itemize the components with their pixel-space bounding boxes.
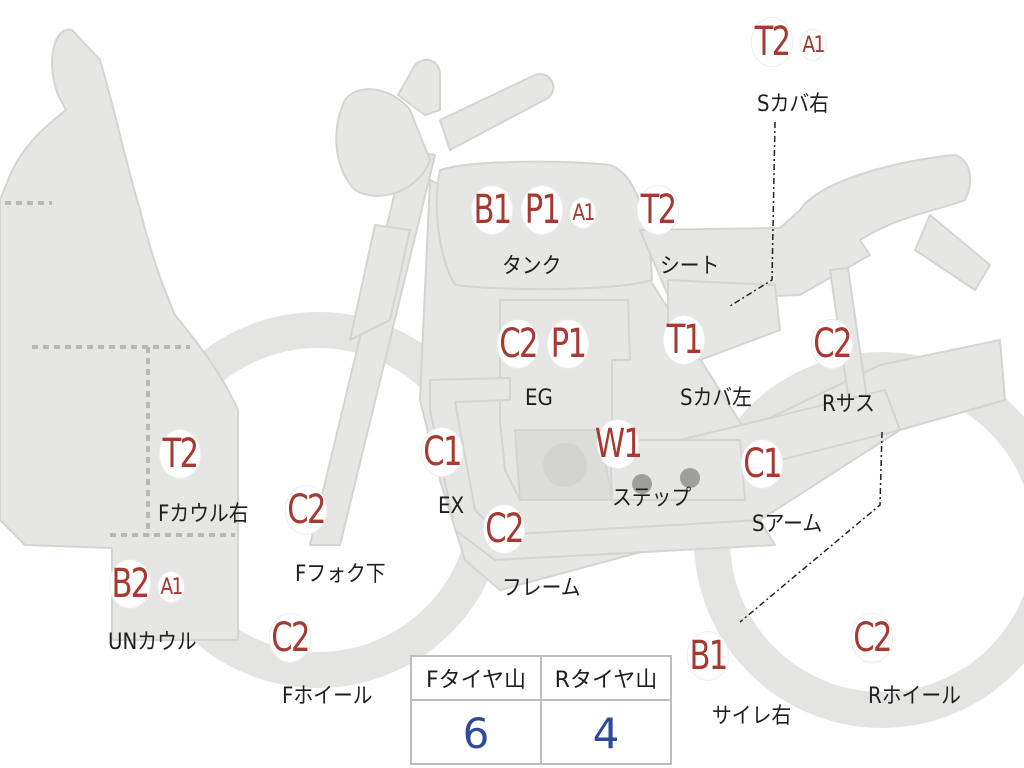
grade-badge: C2 <box>483 505 524 553</box>
part-front-wheel-grades: C2 <box>266 614 314 662</box>
part-rear-wheel-grades: C2 <box>848 614 896 662</box>
grade-badge: P1 <box>547 320 589 368</box>
grade-badge: C2 <box>851 614 892 662</box>
grade-badge: P1 <box>521 186 563 234</box>
part-under-cowl-grades: B2 A1 <box>106 560 186 608</box>
part-tank-grades: B1 P1 A1 <box>468 186 598 234</box>
part-label-rear-wheel: Rホイール <box>868 684 961 709</box>
exhaust-pipe <box>429 377 776 561</box>
part-front-fork-lower-grades: C2 <box>282 486 330 534</box>
grade-badge-small: A1 <box>158 572 184 602</box>
grade-badge: T2 <box>637 186 679 234</box>
grade-badge-small: A1 <box>800 30 826 60</box>
part-rear-suspension-grades: C2 <box>808 320 856 368</box>
handlebar-right <box>439 73 555 151</box>
grade-badge: C1 <box>741 440 782 488</box>
footpeg-right <box>680 468 700 488</box>
front-cowl <box>0 28 239 641</box>
grade-badge: C1 <box>421 428 462 476</box>
part-step-grades: W1 <box>594 420 643 468</box>
grade-badge: B1 <box>471 186 513 234</box>
grade-badge: C2 <box>811 320 852 368</box>
grade-badge: C2 <box>497 320 538 368</box>
rear-tire-value: 4 <box>540 701 670 765</box>
part-label-seat: シート <box>660 254 720 279</box>
part-label-under-cowl: UNカウル <box>108 630 197 655</box>
handlebar <box>397 58 441 116</box>
part-label-step: ステップ <box>612 486 692 511</box>
headlight <box>335 88 431 197</box>
tire-table-header-row: Fタイヤ山 Rタイヤ山 <box>412 657 670 701</box>
part-label-engine: EG <box>525 386 553 411</box>
footpeg-left <box>632 474 652 494</box>
part-frame-grades: C2 <box>480 505 528 553</box>
part-label-front-fork-lower: Fフォク下 <box>295 562 386 587</box>
part-silencer-right-grades: B1 <box>684 632 732 680</box>
grade-badge: C2 <box>269 614 310 662</box>
grade-badge: T1 <box>663 316 705 364</box>
part-exhaust-grades: C1 <box>418 428 466 476</box>
tire-tread-table: Fタイヤ山 Rタイヤ山 6 4 <box>410 655 672 765</box>
part-label-swing-arm: Sアーム <box>752 512 823 537</box>
grade-badge: T2 <box>751 18 793 66</box>
grade-badge: C2 <box>285 486 326 534</box>
leader-silencer-right <box>739 431 883 623</box>
front-tire-header: Fタイヤ山 <box>426 668 526 693</box>
engine-cover <box>543 443 587 487</box>
leader-s-cover-right <box>729 121 776 307</box>
front-tire-value: 6 <box>462 708 490 758</box>
grade-badge: B2 <box>109 560 151 608</box>
part-label-front-cowl-right: Fカウル右 <box>158 502 249 527</box>
part-label-frame: フレーム <box>502 576 581 601</box>
part-seat-grades: T2 <box>634 186 682 234</box>
part-s-cover-left-grades: T1 <box>660 316 708 364</box>
part-engine-grades: C2 P1 <box>494 320 592 368</box>
fork-upper <box>349 224 411 341</box>
part-label-s-cover-left: Sカバ左 <box>680 386 752 411</box>
tail <box>914 214 991 291</box>
part-swing-arm-grades: C1 <box>738 440 786 488</box>
part-label-rear-suspension: Rサス <box>822 392 875 417</box>
tire-table-value-row: 6 4 <box>412 701 670 765</box>
part-label-silencer-right: サイレ右 <box>712 704 792 729</box>
grade-badge: T2 <box>159 430 201 478</box>
part-label-s-cover-right: Sカバ右 <box>757 92 829 117</box>
part-front-cowl-right-grades: T2 <box>156 430 204 478</box>
seat <box>639 154 972 301</box>
grade-badge-small: A1 <box>570 198 596 228</box>
part-label-tank: タンク <box>502 254 562 279</box>
part-label-front-wheel: Fホイール <box>282 684 373 709</box>
grade-badge: W1 <box>594 420 643 468</box>
part-s-cover-right-grades: T2 A1 <box>748 18 828 66</box>
part-label-exhaust: EX <box>438 494 465 519</box>
grade-badge: B1 <box>687 632 729 680</box>
rear-tire-header: Rタイヤ山 <box>540 657 670 699</box>
